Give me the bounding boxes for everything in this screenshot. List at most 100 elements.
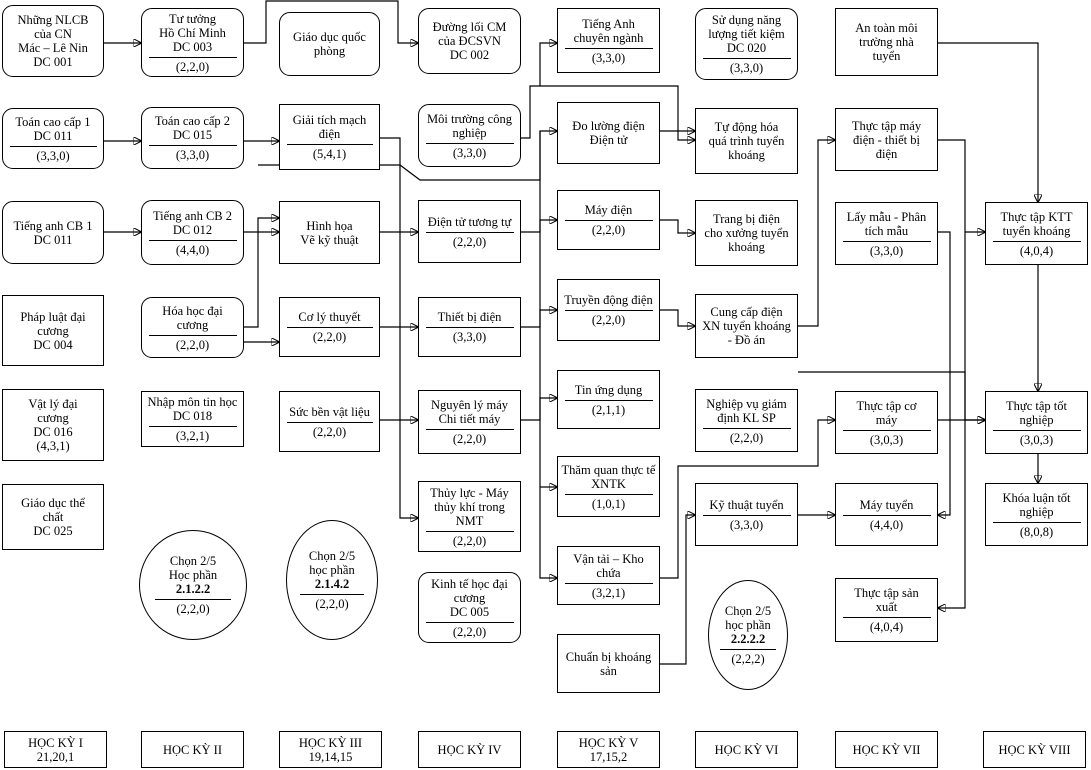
course-credits: (4,0,4)	[1019, 243, 1054, 258]
credit-divider	[992, 429, 1081, 431]
semester-label-6: HỌC KỲ VI	[695, 731, 798, 768]
semester-name: HỌC KỲ II	[162, 742, 223, 757]
course-credits: (3,3,0)	[175, 148, 210, 162]
course-node-n16: Cơ lý thuyết(2,2,0)	[279, 297, 380, 357]
course-title: Tiếng anh CB 1 DC 011	[13, 218, 93, 247]
course-title: Tiếng Anh chuyên ngành	[573, 16, 644, 45]
course-credits: (2,2,0)	[176, 602, 210, 616]
course-title: Đường lối CM của ĐCSVN DC 002	[432, 20, 507, 62]
course-title: Toán cao cấp 1 DC 011	[15, 114, 91, 143]
course-node-n31: Thăm quan thực tế XNTK(1,0,1)	[557, 456, 660, 517]
credit-divider	[425, 429, 514, 430]
course-title: Trang bị điện cho xưởng tuyển khoáng	[704, 212, 789, 254]
connector-arrow-22	[660, 219, 695, 233]
course-node-n7: Tư tưởng Hồ Chí Minh DC 003(2,2,0)	[141, 8, 244, 77]
connector-arrow-17	[521, 398, 557, 421]
semester-credit-summary: 19,14,15	[308, 749, 353, 764]
connector-arrow-16	[521, 310, 557, 328]
credit-divider	[425, 142, 514, 144]
course-title: Sức bền vật liệu	[289, 404, 370, 419]
credit-divider	[286, 144, 373, 145]
course-credits: (4,4,0)	[175, 242, 210, 257]
semester-name: HỌC KỲ IV	[437, 742, 502, 757]
credit-divider	[564, 493, 653, 495]
course-title: Thực tập KTT tuyển khoáng	[1000, 209, 1073, 238]
course-title: Giáo dục thể chất DC 025	[21, 496, 85, 538]
course-title: Lấy mẫu - Phân tích mẫu	[846, 209, 927, 238]
credit-divider	[702, 514, 791, 516]
course-node-n25: Kinh tế học đại cương DC 005(2,2,0)	[418, 572, 521, 643]
course-node-n38: Nghiệp vụ giám định KL SP(2,2,0)	[695, 389, 798, 452]
course-title: Chọn 2/5 Học phần	[168, 554, 218, 582]
course-node-n29: Truyền động điện(2,2,0)	[557, 279, 660, 341]
course-title: Máy điện	[584, 203, 633, 217]
course-credits: (4,4,0)	[869, 517, 904, 532]
course-title: Nghiệp vụ giám định KL SP	[706, 396, 787, 425]
course-credits: (3,3,0)	[452, 330, 487, 344]
course-credits: (2,2,0)	[175, 337, 210, 352]
connector-arrow-18	[539, 131, 557, 578]
credit-divider	[425, 327, 514, 328]
course-credits: (3,3,0)	[869, 243, 904, 258]
course-node-n47: Thực tập KTT tuyển khoáng (4,0,4)	[985, 202, 1088, 265]
course-title: Kinh tế học đại cương DC 005	[431, 576, 508, 619]
credit-divider	[148, 334, 237, 336]
semester-name: HỌC KỲ VIII	[998, 742, 1071, 757]
course-title: Máy tuyển	[859, 497, 914, 512]
elective-group-code: 2.1.2.2	[175, 582, 211, 596]
course-node-n41: An toàn môi trường nhà tuyển	[835, 8, 938, 76]
course-node-n33: Chuẩn bị khoáng sản	[557, 634, 660, 693]
course-title: Khóa luận tốt nghiệp	[1002, 490, 1071, 519]
course-title: Thực tập cơ máy	[856, 398, 917, 427]
course-credits: (4,0,4)	[869, 620, 904, 634]
course-title: Môi trường công nghiệp	[427, 111, 512, 140]
course-node-n11: Nhập môn tin học DC 018(3,2,1)	[141, 391, 244, 447]
credit-divider	[148, 56, 237, 58]
connector-arrow-10	[380, 137, 418, 518]
course-node-n6: Giáo dục thể chất DC 025	[2, 484, 104, 550]
credit-divider	[286, 421, 373, 423]
course-credits: (2,2,0)	[312, 424, 347, 439]
course-credits: (2,1,1)	[591, 402, 626, 417]
credit-divider	[720, 649, 776, 650]
credit-divider	[564, 582, 653, 584]
course-node-n23: Nguyên lý máy Chi tiết máy(2,2,0)	[418, 390, 521, 454]
course-credits: (2,2,0)	[315, 597, 349, 611]
course-node-n37: Cung cấp điện XN tuyển khoáng - Đồ án	[695, 294, 798, 358]
connector-arrow-20	[540, 85, 695, 140]
credit-divider	[148, 145, 237, 146]
course-title: Hình họa Vẽ kỹ thuật	[300, 218, 359, 247]
semester-label-4: HỌC KỲ IV	[418, 731, 521, 768]
course-title: Toán cao cấp 2 DC 015	[154, 114, 231, 142]
course-title: Thủy lực - Máy thủy khí trong NMT	[430, 485, 509, 528]
course-credits: (3,3,0)	[591, 50, 626, 65]
course-node-n5: Vật lý đại cương DC 016 (4,3,1)	[2, 389, 104, 461]
course-node-n27: Đo lường điện Điện tử	[557, 102, 660, 164]
course-title: Sử dụng năng lượng tiết kiệm DC 020	[708, 13, 785, 55]
course-node-n45: Máy tuyển (4,4,0)	[835, 483, 938, 546]
course-node-n2: Toán cao cấp 1 DC 011(3,3,0)	[2, 108, 104, 169]
course-credits: (3,2,1)	[175, 429, 210, 443]
semester-label-2: HỌC KỲ II	[141, 731, 244, 768]
course-node-n28: Máy điện(2,2,0)	[557, 190, 660, 250]
course-node-n4: Pháp luật đại cương DC 004	[2, 295, 104, 366]
course-node-n10: Hóa học đại cương(2,2,0)	[141, 297, 244, 358]
connector-arrow-2	[244, 0, 418, 43]
course-credits: (3,3,0)	[729, 61, 764, 75]
course-credits: (2,2,0)	[591, 313, 626, 327]
course-node-n19: Đường lối CM của ĐCSVN DC 002	[418, 8, 521, 74]
credit-divider	[425, 530, 514, 532]
course-node-n34: Sử dụng năng lượng tiết kiệm DC 020 (3,3,…	[695, 8, 798, 80]
course-credits: (8,0,8)	[1019, 524, 1054, 539]
course-title: Thăm quan thực tế XNTK	[561, 462, 656, 491]
credit-divider	[425, 231, 514, 233]
connector-arrow-27	[798, 140, 835, 327]
course-title: Thiết bị điện	[437, 310, 502, 324]
connector-arrow-25	[660, 515, 695, 665]
connector-arrow-32	[938, 231, 951, 515]
credit-divider	[702, 58, 791, 59]
